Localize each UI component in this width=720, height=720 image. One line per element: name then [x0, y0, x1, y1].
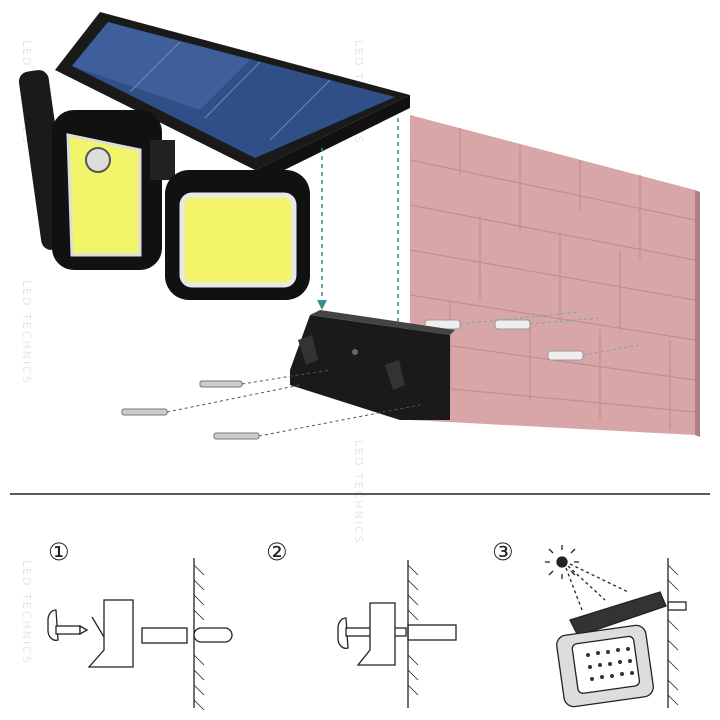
step-3-number: ③ [492, 538, 514, 566]
watermark-left-lower: LED TECHNICS [20, 280, 33, 385]
step-3-diagram [545, 545, 687, 708]
step-2-diagram [337, 560, 457, 708]
solar-panel [55, 12, 410, 182]
mounting-bracket [290, 310, 455, 420]
watermark-center-lower: LED TECHNICS [352, 440, 365, 545]
wall-hatch-1 [193, 564, 205, 711]
lamp-heads [18, 70, 310, 300]
sun-icon [556, 556, 568, 568]
step-1-diagram [47, 558, 233, 708]
step-1-number: ① [48, 538, 70, 566]
wall-anchors [424, 319, 584, 361]
guide-lines [321, 118, 399, 330]
screws [121, 380, 260, 440]
led-dots [586, 647, 634, 681]
wall-hatch-2 [407, 564, 419, 696]
brick-wall [409, 115, 700, 437]
wall-hatch-3 [667, 564, 679, 706]
watermark-left-bottom: LED TECHNICS [20, 560, 33, 665]
step-2-number: ② [266, 538, 288, 566]
